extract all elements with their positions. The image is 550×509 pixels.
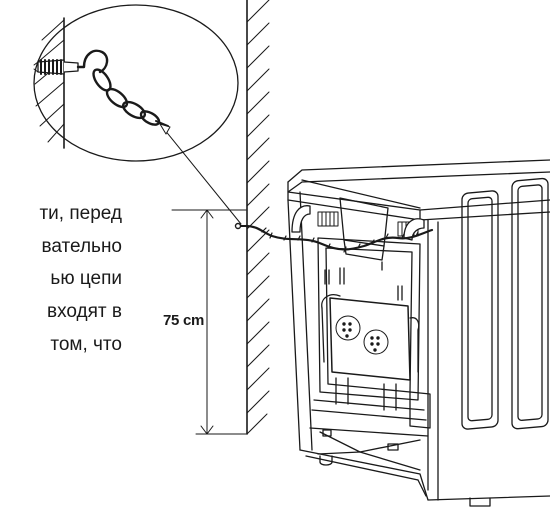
- instruction-line-2: вательно: [41, 236, 123, 257]
- safety-cable: [234, 222, 434, 253]
- detail-callout: [33, 4, 242, 225]
- rear-vent: [317, 211, 419, 237]
- appliance-feet: [319, 455, 491, 507]
- wall-hatching: [246, 0, 270, 435]
- instruction-line-1: ти, перед: [39, 203, 122, 224]
- height-dimension-label: 75 cm: [163, 312, 205, 329]
- instruction-line-4: входят в: [47, 301, 122, 322]
- instruction-line-5: том, что: [50, 334, 122, 355]
- wall-hook-icon: [76, 49, 109, 74]
- wall-plug-icon: [33, 59, 65, 75]
- instruction-line-3: ью цепи: [50, 268, 122, 289]
- height-dimension: [171, 209, 247, 435]
- appliance-rear: [287, 159, 550, 507]
- fan-grille: [335, 315, 389, 355]
- wall: [246, 0, 270, 435]
